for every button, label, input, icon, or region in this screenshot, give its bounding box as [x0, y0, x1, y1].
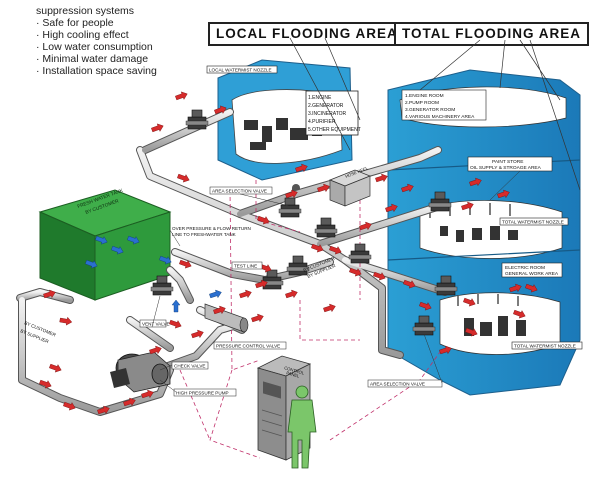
fresh-water-tank: [38, 189, 172, 301]
general-work-label: GENERAL WORK AREA: [505, 271, 559, 277]
local-flooding-title: LOCAL FLOODING AREA: [208, 22, 406, 46]
check-valve-label: CHECK VALVE: [174, 364, 206, 369]
oil-storage-label: OIL SUPPLY & STROAGE AREA: [470, 165, 542, 171]
control-panel-label: CONTROL: [284, 365, 306, 376]
area-selection-label-top: AREA SELECTION VALVE: [212, 189, 267, 194]
local-nozzle-label: LOCAL WATERMIST NOZZLE: [209, 68, 272, 73]
paint-store-label: PAINT STORE: [492, 159, 523, 165]
feature-item: suppression systems: [36, 5, 135, 17]
area-selection-label-bottom: AREA SELECTION VALVE: [370, 382, 425, 387]
local-equipment-list: 1.ENGINE 2.GENERATOR 3.INCINERATOR 4.PUR…: [308, 95, 361, 133]
valve: [314, 217, 338, 238]
pressure-control-label: PRESSURE CONTROL VALVE: [216, 344, 280, 349]
total-flooding-title: TOTAL FLOODING AREA: [394, 22, 589, 46]
feature-item: · Minimal water damage: [36, 53, 149, 65]
local-flooding-room: [217, 59, 359, 181]
total-item: 3.GENERATOR ROOM: [405, 107, 455, 113]
total-nozzle-label-1: TOTAL WATERMIST NOZZLE: [502, 220, 564, 225]
total-area-list: 1.ENGINE ROOM 2.PUMP ROOM 3.GENERATOR RO…: [405, 93, 475, 120]
overpressure-label: OVER PRESSURE & FLOW RETURN: [172, 226, 251, 231]
valve: [185, 109, 209, 130]
feature-item: · Safe for people: [36, 17, 114, 29]
high-pressure-pump: [110, 351, 171, 393]
local-item: 3.INCINERATOR: [308, 111, 347, 117]
feature-item: · Low water consumption: [36, 41, 153, 53]
total-item: 1.ENGINE ROOM: [405, 93, 444, 99]
local-item: 4.PURIFIER: [308, 119, 336, 125]
control-panel-label-2: PANEL: [286, 370, 301, 379]
total-item: 4.VARIOUS MACHINERY AREA: [405, 114, 475, 120]
hose-reel: [329, 169, 371, 207]
electric-room-label: ELECTRIC ROOM: [505, 265, 545, 271]
operator-figure: [287, 385, 317, 469]
test-line-label: TEST LINE: [234, 264, 257, 269]
total-item: 2.PUMP ROOM: [405, 100, 439, 106]
pump-label: HIGH PRESSURE PUMP: [176, 391, 229, 396]
feature-item: · High cooling effect: [36, 29, 129, 41]
overpressure-label-2: LINE TO FRESHWATER TANK: [172, 232, 237, 237]
total-nozzle-label-2: TOTAL WATERMIST NOZZLE: [514, 344, 576, 349]
local-item: 1.ENGINE: [308, 95, 332, 101]
valve: [348, 243, 372, 264]
vent-valve-label: VENT VALVE: [142, 322, 170, 327]
feature-item: · Installation space saving: [36, 65, 157, 77]
feature-list: suppression systems · Safe for people · …: [36, 5, 157, 77]
local-item: 5.OTHER EQUIPMENT: [308, 127, 361, 133]
local-item: 2.GENERATOR: [308, 103, 344, 109]
